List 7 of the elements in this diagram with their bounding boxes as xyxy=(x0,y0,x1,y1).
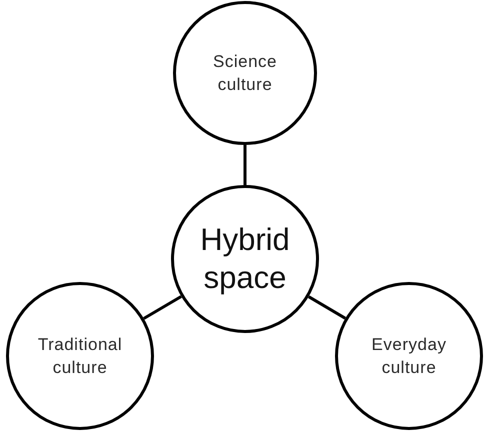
connector-line xyxy=(308,295,346,320)
node-label: Hybrid space xyxy=(199,221,291,297)
connector-line xyxy=(244,145,246,185)
connector-line xyxy=(143,295,182,320)
node-label: Science culture xyxy=(212,51,278,96)
node-label: Traditional culture xyxy=(36,334,124,379)
node-label: Everyday culture xyxy=(370,334,448,379)
